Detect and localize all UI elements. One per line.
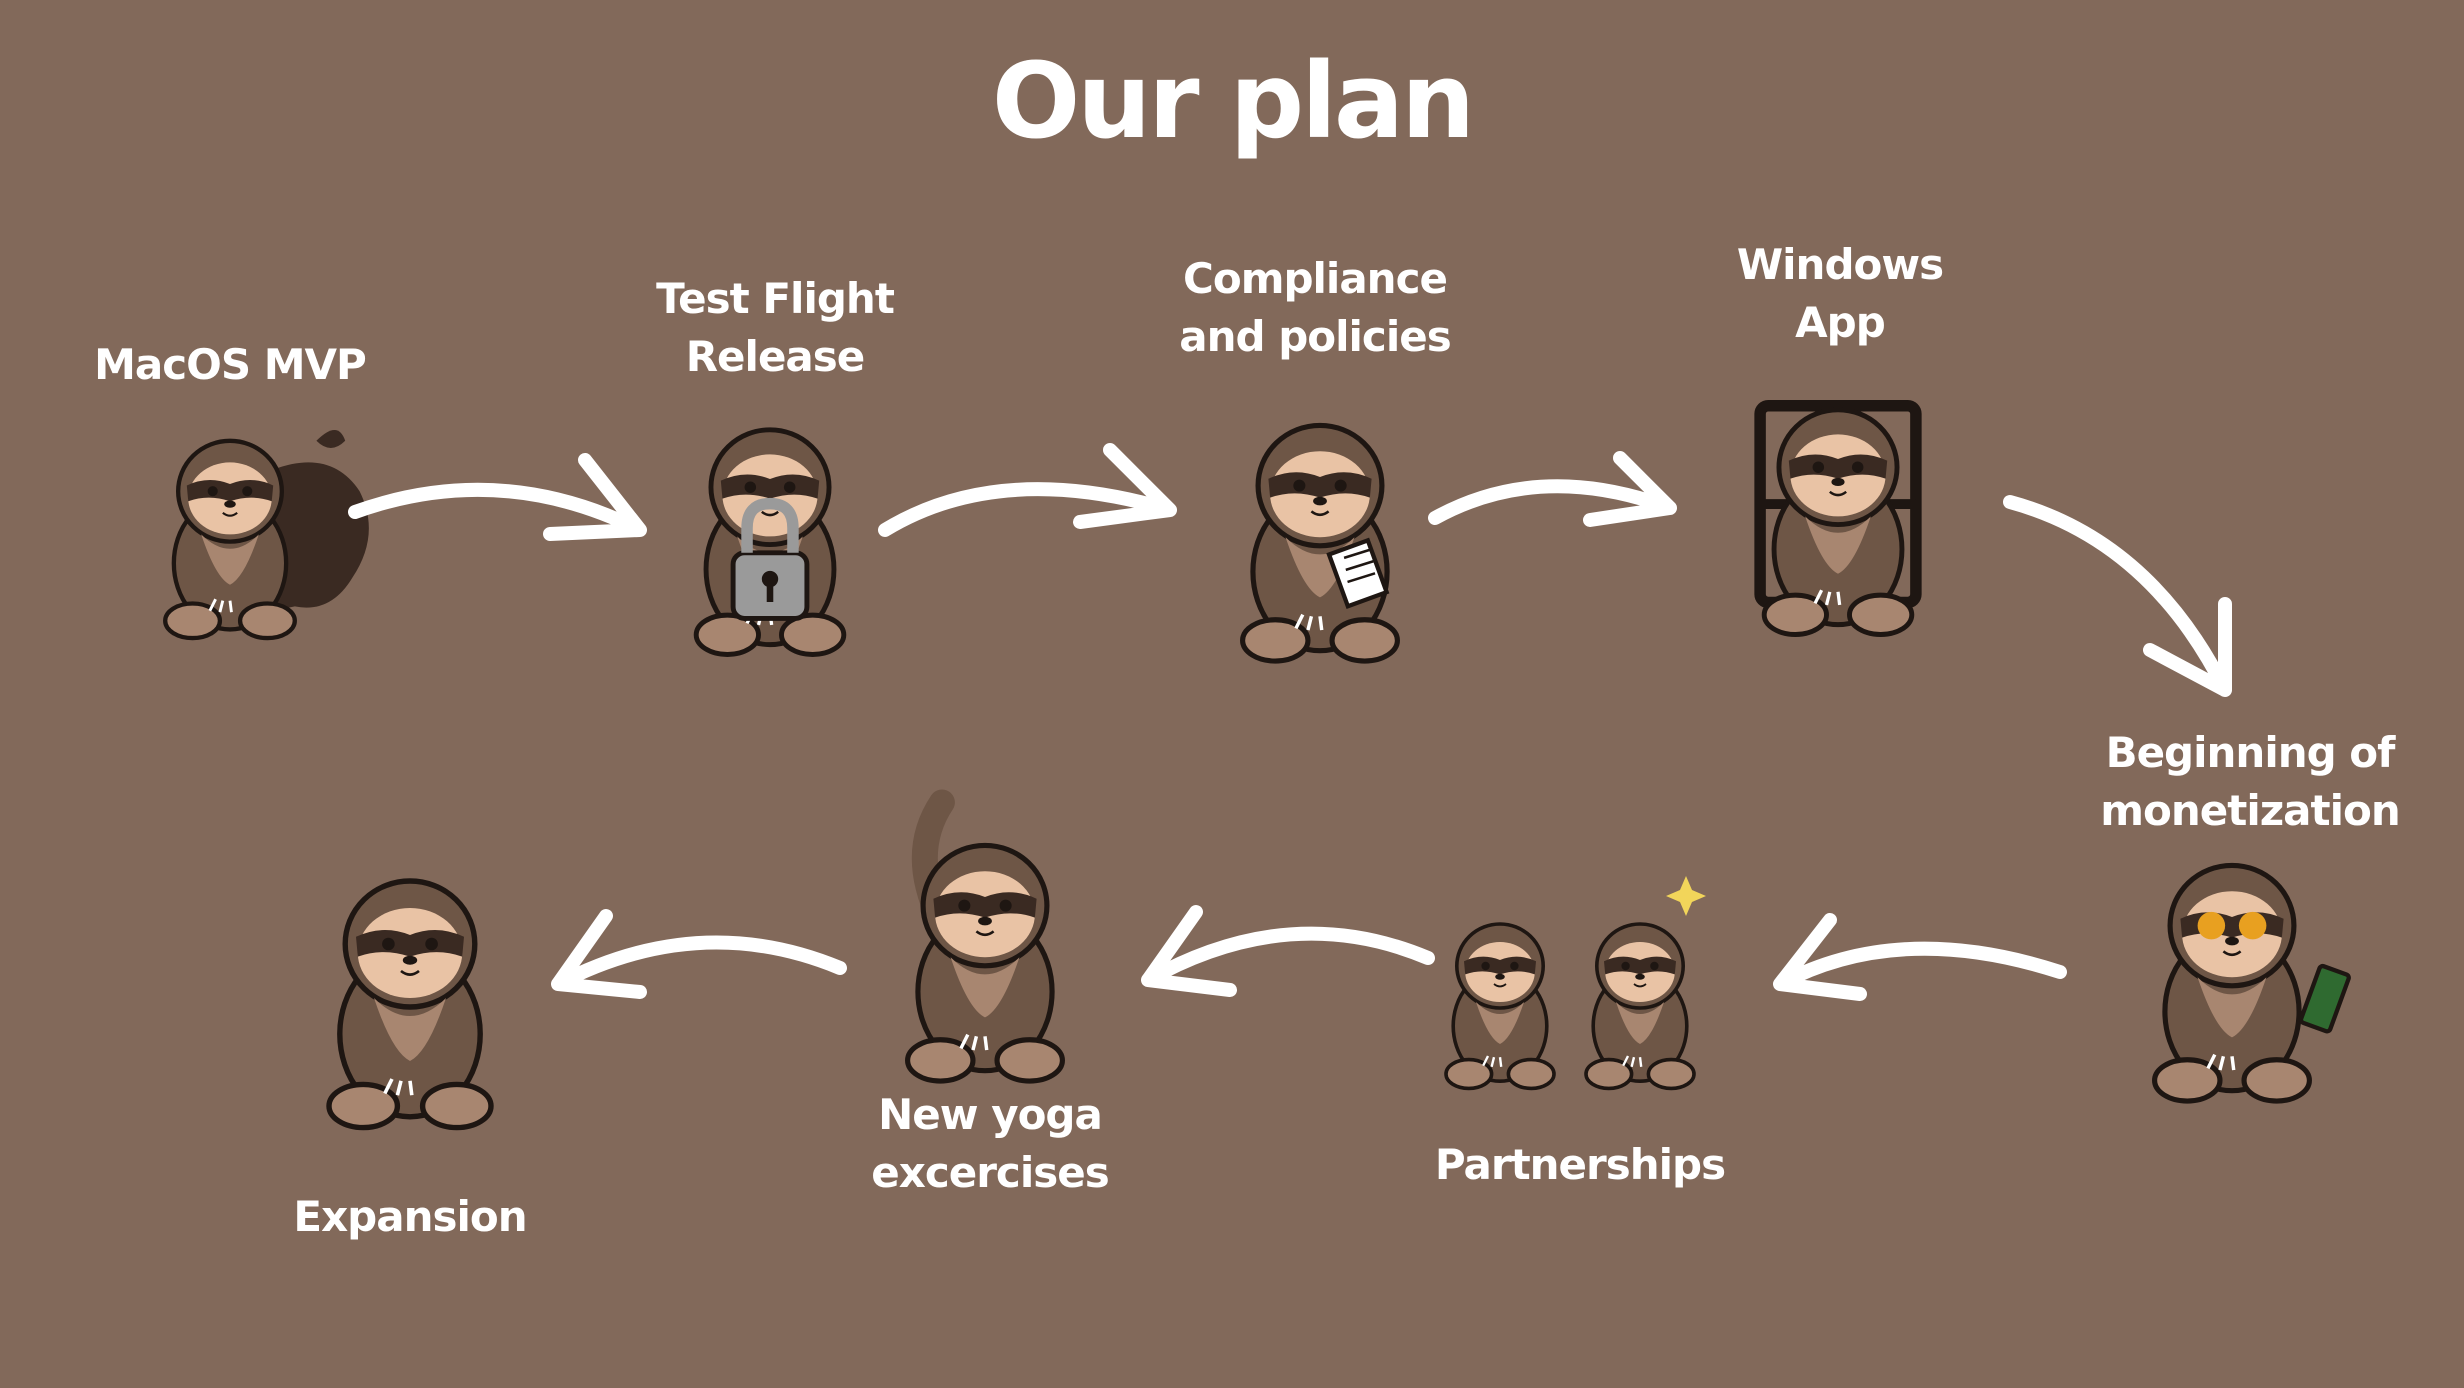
step-label-test-flight: Test Flight Release — [600, 270, 950, 386]
arrow-2 — [878, 443, 1177, 537]
sloth-hugging-apple-icon — [165, 430, 369, 638]
step-label-monetization: Beginning of monetization — [2080, 724, 2420, 840]
label-line: Partnerships — [1434, 1140, 1726, 1189]
arrow-4 — [2003, 495, 2232, 697]
label-line: Windows — [1736, 240, 1944, 289]
sloth-with-money-icon — [2155, 865, 2351, 1101]
label-line: Expansion — [293, 1192, 527, 1241]
label-line: New yoga — [878, 1090, 1103, 1139]
label-line: monetization — [2100, 786, 2401, 835]
arrow-1 — [348, 453, 647, 541]
label-line: Beginning of — [2105, 728, 2396, 777]
arrow-6 — [1141, 905, 1435, 997]
step-label-partnerships: Partnerships — [1400, 1136, 1760, 1194]
label-line: and policies — [1179, 312, 1451, 361]
arrow-5 — [1773, 913, 2067, 1001]
sloth-sitting-icon — [329, 881, 491, 1128]
sloth-in-window-icon — [1754, 399, 1922, 635]
page-title: Our plan — [991, 40, 1475, 162]
step-label-expansion: Expansion — [250, 1188, 570, 1246]
label-line: excercises — [871, 1148, 1109, 1197]
arrow-7 — [551, 909, 847, 999]
arrow-3 — [1428, 451, 1677, 527]
sloths-shaking-hands-icon — [1444, 876, 1706, 1091]
step-label-compliance: Compliance and policies — [1130, 250, 1500, 366]
step-label-windows-app: Windows App — [1680, 236, 2000, 352]
label-line: MacOS MVP — [94, 340, 367, 389]
label-line: App — [1795, 298, 1886, 347]
label-line: Test Flight — [656, 274, 895, 323]
step-label-macos-mvp: MacOS MVP — [60, 336, 400, 394]
step-label-yoga: New yoga excercises — [820, 1086, 1160, 1202]
label-line: Compliance — [1183, 254, 1448, 303]
sloth-stretching-icon — [908, 789, 1063, 1081]
label-line: Release — [685, 332, 866, 381]
sloth-with-padlock-icon — [696, 430, 844, 655]
sloth-holding-document-icon — [1243, 425, 1398, 661]
